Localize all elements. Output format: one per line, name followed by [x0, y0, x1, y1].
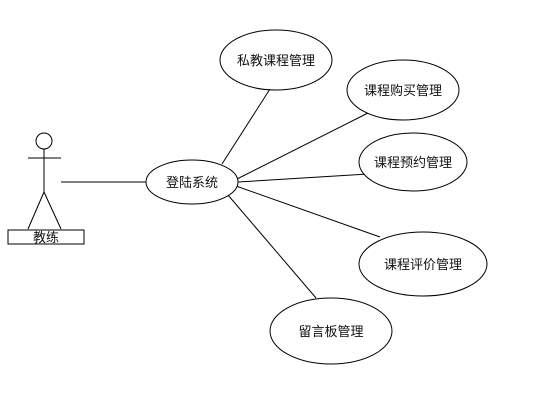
- use-case-label: 私教课程管理: [237, 53, 315, 69]
- use-case-course-booking: 课程预约管理: [358, 132, 468, 192]
- system-ellipse: [145, 159, 239, 205]
- actor-right-leg: [43, 191, 62, 230]
- associations: [61, 88, 381, 299]
- system-login: 登陆系统: [145, 159, 239, 205]
- system-label: 登陆系统: [166, 175, 218, 191]
- association-course-review: [235, 185, 381, 238]
- use-case-message-board: 留言板管理: [269, 297, 393, 365]
- use-case-label: 课程购买管理: [364, 83, 442, 99]
- actor-label-box: [7, 229, 85, 245]
- use-case-ellipse: [346, 59, 460, 121]
- use-case-course-review: 课程评价管理: [358, 231, 488, 297]
- use-case-ellipse: [358, 231, 488, 297]
- use-case-private-course: 私教课程管理: [219, 29, 333, 91]
- use-case-course-purchase: 课程购买管理: [346, 59, 460, 121]
- use-case-label: 留言板管理: [298, 325, 363, 340]
- use-case-ellipse: [269, 297, 393, 365]
- association-private-course: [221, 88, 271, 165]
- actor-label: 教练: [33, 230, 59, 246]
- use-case-ellipse: [358, 132, 468, 192]
- actor-head: [35, 132, 53, 150]
- use-case-label: 课程预约管理: [374, 156, 452, 171]
- association-course-purchase: [234, 112, 369, 181]
- association-message-board: [227, 194, 317, 299]
- actor-left-leg: [27, 191, 45, 230]
- association-course-booking: [237, 173, 369, 183]
- use-case-label: 课程评价管理: [384, 258, 462, 273]
- actor-teacher: 教练: [7, 132, 85, 246]
- use-case-ellipse: [219, 29, 333, 91]
